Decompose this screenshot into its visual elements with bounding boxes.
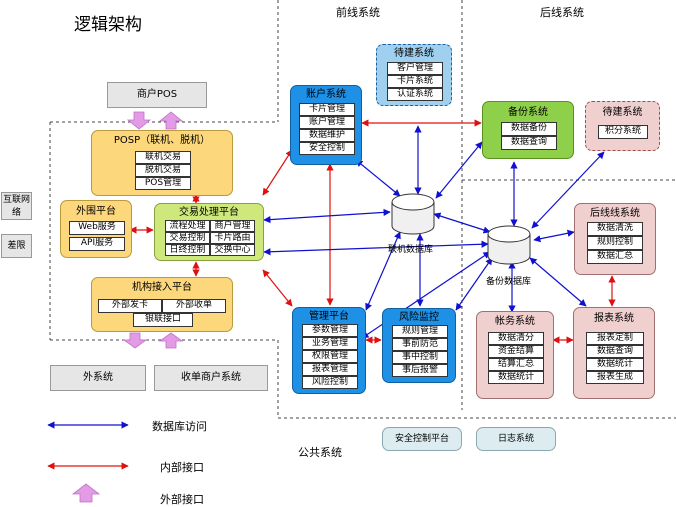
clear-row: 规则控制 — [587, 236, 643, 250]
ext-sys-box: 外系统 — [50, 365, 146, 391]
report-row: 报表定制 — [586, 332, 644, 345]
mgmt-title: 管理平台 — [309, 311, 349, 322]
inst-row: 外部收单 — [162, 299, 226, 313]
report-row: 数据查询 — [586, 345, 644, 358]
pending2-title: 待建系统 — [602, 107, 643, 118]
txn-row: 交换中心 — [210, 244, 255, 256]
risk-title: 风险监控 — [399, 312, 439, 323]
posp-row: 脱机交易 — [135, 164, 191, 177]
pending1-row: 卡片系统 — [387, 75, 443, 88]
pending1-row: 认证系统 — [387, 88, 443, 101]
txn-title: 交易处理平台 — [179, 207, 239, 218]
backup-row: 数据查询 — [501, 136, 557, 150]
backup-title: 备份系统 — [508, 107, 548, 118]
clear-row: 数据清洗 — [587, 222, 643, 236]
txn-box: 交易处理平台 流程处理 商户管理 交易控制 卡片路由 日终控制 交换中心 — [154, 203, 264, 261]
mgmt-box: 管理平台 参数管理 业务管理 权限管理 报表管理 风险控制 — [292, 307, 366, 394]
front-db-label: 联机数据库 — [388, 245, 434, 255]
finance-title: 帐务系统 — [495, 316, 535, 327]
finance-row: 资金结算 — [488, 345, 544, 358]
mgmt-row: 权限管理 — [302, 350, 358, 363]
inst-row: 外部发卡 — [98, 299, 162, 313]
account-box: 账户系统 卡片管理 账户管理 数据维护 安全控制 — [290, 85, 362, 165]
clear-row: 数据汇总 — [587, 250, 643, 264]
txn-row: 交易控制 — [165, 232, 210, 244]
posp-row: 联机交易 — [135, 151, 191, 164]
pending1-row: 客户管理 — [387, 62, 443, 75]
ext-arrow-up-1 — [158, 111, 184, 130]
pending2-box: 待建系统 积分系统 — [585, 101, 660, 151]
report-box: 报表系统 报表定制 数据查询 数据统计 报表生成 — [573, 307, 655, 399]
back-db-icon — [487, 225, 531, 265]
inst-box: 机构接入平台 外部发卡 外部收单 银联接口 — [91, 277, 233, 332]
merchant-pos-box: 商户POS — [107, 82, 207, 108]
posp-title: POSP（联机、脱机） — [113, 135, 211, 146]
report-title: 报表系统 — [594, 313, 634, 324]
risk-row: 事后报警 — [392, 364, 448, 377]
security-box: 安全控制平台 — [382, 427, 462, 451]
txn-row: 卡片路由 — [210, 232, 255, 244]
mgmt-row: 风险控制 — [302, 376, 358, 389]
ext-arrow-down-2 — [122, 332, 148, 349]
pending1-title: 待建系统 — [394, 48, 434, 59]
acq-merchant-box: 收单商户系统 — [154, 365, 268, 391]
risk-box: 风险监控 规则管理 事前防范 事中控制 事后报警 — [382, 308, 456, 383]
internet-box: 互联网络 — [1, 192, 32, 220]
report-row: 数据统计 — [586, 358, 644, 371]
finance-row: 数据统计 — [488, 371, 544, 384]
risk-row: 事前防范 — [392, 338, 448, 351]
pending1-box: 待建系统 客户管理 卡片系统 认证系统 — [376, 44, 452, 106]
account-row: 账户管理 — [299, 116, 355, 129]
periph-box: 外围平台 Web服务 API服务 — [60, 200, 132, 258]
periph-row: Web服务 — [69, 221, 125, 235]
account-row: 安全控制 — [299, 142, 355, 155]
log-box: 日志系统 — [476, 427, 556, 451]
mgmt-row: 参数管理 — [302, 324, 358, 337]
front-label: 前线系统 — [336, 6, 380, 19]
clear-box: 后线线系统 数据清洗 规则控制 数据汇总 — [574, 203, 656, 275]
periph-title: 外围平台 — [76, 206, 116, 217]
account-row: 卡片管理 — [299, 103, 355, 116]
risk-row: 事中控制 — [392, 351, 448, 364]
account-title: 账户系统 — [306, 89, 346, 100]
backup-box: 备份系统 数据备份 数据查询 — [482, 101, 574, 159]
front-db-icon — [391, 193, 435, 235]
other-box: 差限 — [1, 234, 32, 258]
risk-row: 规则管理 — [392, 325, 448, 338]
finance-row: 数据清分 — [488, 332, 544, 345]
report-row: 报表生成 — [586, 371, 644, 384]
legend-int-text: 内部接口 — [160, 461, 204, 474]
posp-box: POSP（联机、脱机） 联机交易 脱机交易 POS管理 — [91, 130, 233, 196]
logic-arch-label: 逻辑架构 — [74, 15, 142, 35]
account-row: 数据维护 — [299, 129, 355, 142]
legend-ext-text: 外部接口 — [160, 493, 204, 506]
mgmt-row: 业务管理 — [302, 337, 358, 350]
back-db-label: 备份数据库 — [486, 277, 532, 287]
mgmt-row: 报表管理 — [302, 363, 358, 376]
legend-ext-arrow — [71, 483, 101, 503]
pending2-row: 积分系统 — [598, 125, 648, 139]
legend-db-text: 数据库访问 — [152, 420, 207, 433]
backup-row: 数据备份 — [501, 122, 557, 136]
txn-row: 日终控制 — [165, 244, 210, 256]
posp-row: POS管理 — [135, 177, 191, 190]
txn-row: 商户管理 — [210, 220, 255, 232]
ext-arrow-down-1 — [126, 111, 152, 130]
finance-row: 结算汇总 — [488, 358, 544, 371]
txn-row: 流程处理 — [165, 220, 210, 232]
ext-arrow-up-2 — [158, 332, 184, 349]
clear-title: 后线线系统 — [590, 208, 640, 219]
inst-title: 机构接入平台 — [132, 282, 192, 293]
periph-row: API服务 — [69, 237, 125, 251]
back-label: 后线系统 — [540, 6, 584, 19]
inst-row: 银联接口 — [133, 313, 193, 327]
finance-box: 帐务系统 数据清分 资金结算 结算汇总 数据统计 — [476, 311, 554, 399]
public-label: 公共系统 — [298, 446, 342, 459]
